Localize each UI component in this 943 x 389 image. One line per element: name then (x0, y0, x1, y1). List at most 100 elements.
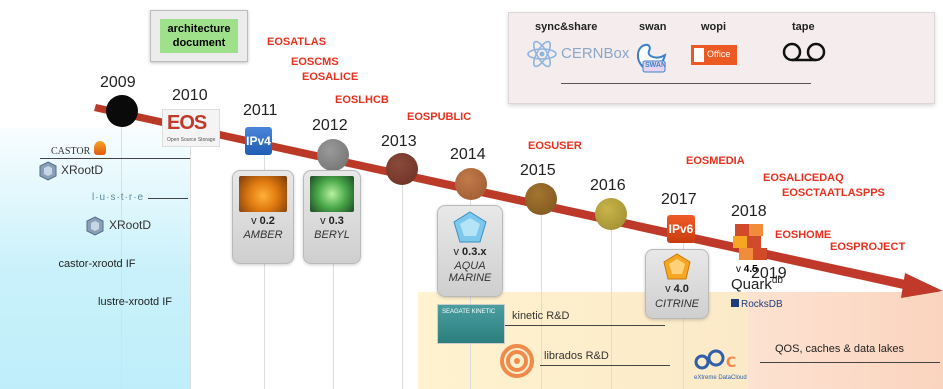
kinetic-line (505, 325, 665, 326)
year-label: 2017 (661, 191, 697, 208)
eos-tagline: Open Source Storage (167, 137, 216, 143)
instance-label: EOSALICEDAQ (763, 172, 844, 184)
milestone-2009-circle (106, 95, 138, 127)
quarkdb-logo: Quarkdb (731, 275, 783, 293)
citrine-gem-icon (663, 253, 691, 280)
release-name: AQUA MARINE (448, 260, 492, 284)
instance-label: EOSMEDIA (686, 155, 745, 167)
instance-label: EOSCMS (291, 56, 339, 68)
ipv6-badge: IPv6 (667, 215, 695, 243)
milestone-2013-circle (386, 153, 418, 185)
xrootd-icon (86, 216, 104, 236)
qos-line (760, 362, 940, 363)
castor-line (40, 158, 190, 159)
architecture-document-box: architecture document (150, 10, 248, 62)
release-card-citrine: v 4.0 CITRINE (645, 249, 709, 319)
xrootd-label: XRootD (61, 163, 104, 177)
year-gridline (333, 160, 334, 389)
milestone-2015-circle (525, 183, 557, 215)
year-label: 2010 (172, 87, 208, 104)
tape-icon (782, 42, 826, 62)
release-2018-version: v 4.5 (736, 264, 758, 275)
aquamarine-gem-icon (453, 211, 487, 243)
year-label: 2015 (520, 162, 556, 179)
qos-label: QOS, caches & data lakes (775, 343, 905, 355)
release-card-aquamarine: v 0.3.x AQUA MARINE (437, 205, 503, 297)
beryl-gem-icon (310, 176, 354, 212)
rocksdb-text: RocksDB (741, 299, 783, 310)
librados-line (540, 365, 670, 366)
swan-header: swan (639, 21, 667, 33)
office-icon (694, 48, 704, 62)
milestone-2014-circle (455, 168, 487, 200)
year-label: 2014 (450, 146, 486, 163)
cernbox-logo: CERNBox (561, 45, 630, 62)
year-label: 2016 (590, 177, 626, 194)
librados-icon (500, 344, 534, 378)
year-label: 2019 (751, 265, 787, 282)
year-gridline (264, 150, 265, 389)
year-gridline (402, 172, 403, 389)
instance-label: EOSHOME (775, 229, 832, 241)
seagate-kinetic-image: SEAGATE KINETIC (437, 304, 505, 344)
xdc-caption: eXtreme DataCloud (694, 375, 747, 381)
tape-header: tape (792, 21, 815, 33)
castor-flame-icon (94, 141, 106, 155)
architecture-document-label: architecture document (160, 19, 238, 53)
office-logo: Office (691, 45, 737, 65)
year-gridline (190, 140, 191, 389)
lustre-line (148, 198, 188, 199)
sync-share-header: sync&share (535, 21, 598, 33)
castor-xrootd-if-label: castor-xrootd IF (58, 258, 136, 270)
release-name: BERYL (314, 229, 350, 241)
instance-label: EOSPROJECT (830, 241, 906, 253)
swan-logo-icon (637, 43, 667, 73)
rocksdb-icon (731, 299, 739, 307)
release-name: AMBER (243, 229, 283, 241)
future-zone (748, 292, 943, 389)
instance-label: EOSATLAS (267, 36, 327, 48)
year-gridline (611, 222, 612, 389)
release-card-amber: v 0.2 AMBER (232, 170, 294, 264)
year-label: 2009 (100, 74, 136, 91)
eos-logo-text: EOS (167, 112, 207, 134)
release-card-beryl: v 0.3 BERYL (303, 170, 361, 264)
amber-gem-icon (239, 176, 287, 212)
services-panel: sync&share swan wopi tape CERNBox SWAN O… (508, 12, 935, 104)
year-gridline (121, 112, 122, 389)
milestone-2016-circle (595, 198, 627, 230)
instance-label: EOSALICE (302, 71, 359, 83)
instance-label: EOSPUBLIC (407, 111, 472, 123)
castor-logo: CASTOR (51, 146, 91, 157)
librados-rnd-label: librados R&D (544, 350, 609, 362)
xrootd-icon (39, 161, 57, 181)
instance-label: EOSLHCB (335, 94, 389, 106)
eos-logo: EOS Open Source Storage (162, 109, 220, 147)
year-label: 2011 (243, 102, 278, 119)
quarkdb-sup: db (771, 275, 783, 286)
cernbox-atom-icon (527, 40, 557, 68)
year-label: 2012 (312, 117, 348, 134)
milestone-2012-circle (317, 139, 349, 171)
year-label: 2013 (381, 133, 417, 150)
release-version: v 4.0 (665, 283, 689, 295)
instance-label: EOSUSER (528, 140, 582, 152)
legacy-zone (0, 128, 190, 389)
lustre-xrootd-if-label: lustre-xrootd IF (98, 296, 172, 308)
release-2018-cubes-icon (733, 224, 767, 260)
xrootd-label: XRootD (109, 218, 152, 232)
year-gridline (541, 206, 542, 389)
lustre-logo: l·u·s·t·r·e (92, 192, 145, 203)
release-version: v 0.2 (251, 215, 275, 227)
kinetic-rnd-label: kinetic R&D (512, 310, 570, 322)
release-version: v 0.3.x (453, 246, 487, 258)
ipv4-badge: IPv4 (245, 127, 272, 155)
year-label: 2018 (731, 203, 767, 220)
office-logo-text: Office (707, 49, 731, 59)
quarkdb-text: Quark (731, 276, 772, 293)
release-name: CITRINE (655, 298, 699, 310)
wopi-header: wopi (701, 21, 727, 33)
xdc-logo-icon: C (694, 349, 736, 371)
services-underline (561, 83, 811, 84)
